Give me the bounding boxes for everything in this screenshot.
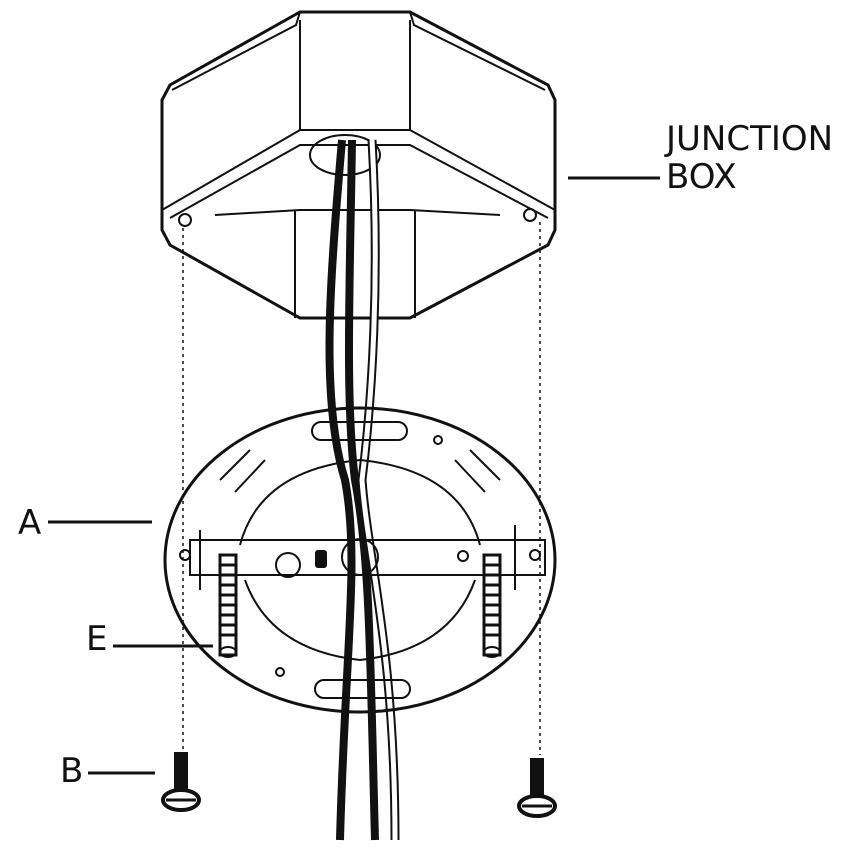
label-junction: JUNCTION	[664, 119, 833, 159]
label-a: A	[18, 503, 41, 543]
screw-left	[161, 752, 201, 812]
wires	[325, 139, 400, 841]
label-e: E	[86, 619, 107, 659]
label-b: B	[60, 751, 83, 791]
label-box: BOX	[666, 157, 737, 197]
junction-box	[160, 10, 557, 320]
threaded-rod-right	[482, 553, 502, 658]
screw-right	[517, 758, 557, 818]
mounting-plate	[163, 406, 557, 714]
threaded-rod-left	[218, 553, 238, 658]
